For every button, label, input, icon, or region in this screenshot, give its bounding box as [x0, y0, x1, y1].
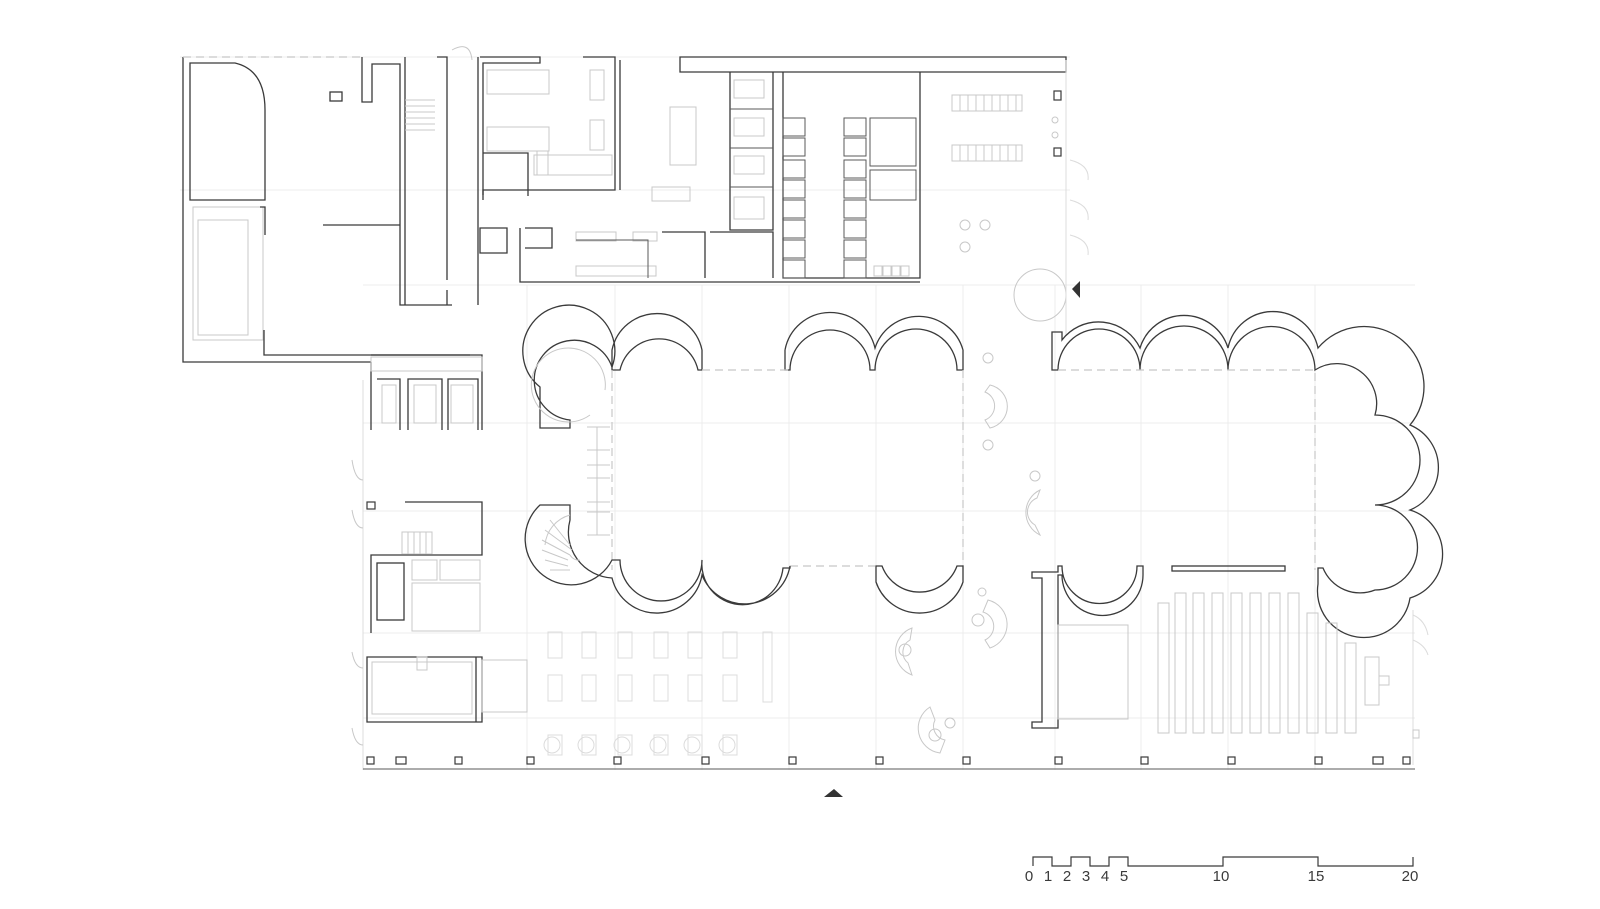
auditorium-seating: [1157, 592, 1390, 734]
scale-label: 0: [1024, 868, 1034, 885]
gallery-east: [1031, 310, 1444, 765]
south-facade: [363, 756, 1415, 770]
scale-label: 5: [1119, 868, 1129, 885]
north-service-block: [479, 56, 1089, 335]
north-west-wing: [182, 46, 479, 363]
scale-bar: [1032, 856, 1414, 867]
entrance-arrow-icon: [824, 789, 843, 797]
scale-label: 3: [1081, 868, 1091, 885]
entrance-arrow-icon: [1072, 281, 1080, 298]
structural-grid: [180, 56, 1415, 770]
scale-label: 1: [1043, 868, 1053, 885]
west-core: [351, 354, 528, 770]
scale-label: 4: [1100, 868, 1110, 885]
gallery-west: [522, 304, 964, 614]
scale-label: 20: [1401, 868, 1419, 885]
scale-label: 15: [1307, 868, 1325, 885]
dining-tables: [543, 631, 773, 756]
scale-label: 2: [1062, 868, 1072, 885]
lounge-seating: [895, 352, 1042, 754]
scale-label: 10: [1212, 868, 1230, 885]
